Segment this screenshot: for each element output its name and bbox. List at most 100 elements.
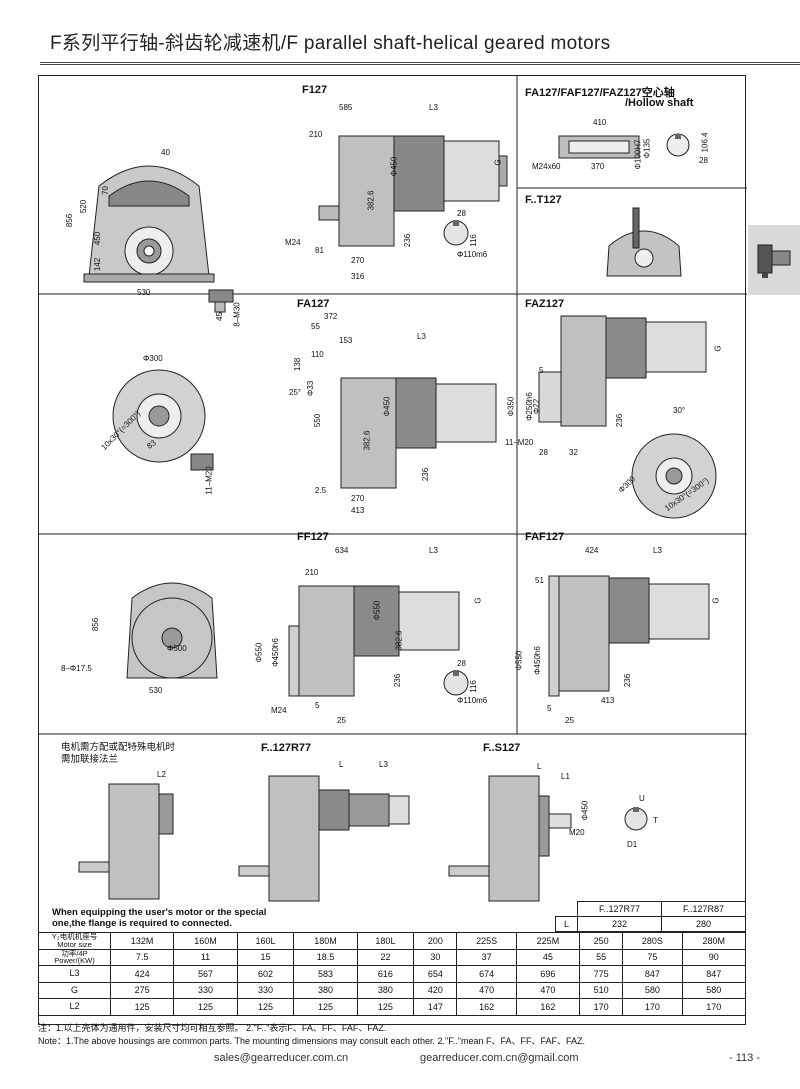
dim-210-ff: 210 bbox=[305, 568, 319, 577]
dim-210: 210 bbox=[309, 130, 323, 139]
dim-phi110m6: Φ110m6 bbox=[457, 250, 488, 259]
spec-row-head-cn: Y₂电机机座号 bbox=[51, 932, 98, 942]
spec-cell: 170 bbox=[681, 998, 747, 1016]
dim-5-ff: 5 bbox=[315, 701, 320, 710]
spec-cell: 470 bbox=[456, 981, 517, 999]
dim-110: 110 bbox=[311, 350, 324, 359]
dim-236-faf: 236 bbox=[623, 673, 633, 688]
dim-phi450-s: Φ450 bbox=[580, 800, 590, 821]
hollow-shaft-label: FA127/FAF127/FAZ127空心轴 bbox=[525, 87, 675, 99]
spec-cell: 18.5 bbox=[293, 948, 358, 966]
dim-phi550-top: Φ550 bbox=[372, 600, 382, 621]
spec-cell: 162 bbox=[515, 998, 581, 1016]
spec-cell: 847 bbox=[622, 965, 683, 983]
f127-front-view bbox=[79, 146, 219, 286]
dim-236-faz: 236 bbox=[615, 413, 625, 428]
spec-cell: 22 bbox=[356, 948, 415, 966]
dim-L3: L3 bbox=[429, 103, 438, 112]
hollow-shaft-sublabel: /Hollow shaft bbox=[625, 97, 694, 109]
spec-cell: 132M bbox=[109, 932, 175, 950]
dim-236: 236 bbox=[403, 233, 413, 248]
spec-cell: 147 bbox=[413, 998, 458, 1016]
dim-phi450: Φ450 bbox=[389, 156, 399, 177]
spec-cell: 30 bbox=[413, 948, 458, 966]
header-rule bbox=[40, 62, 800, 66]
dim-450: 450 bbox=[93, 231, 103, 246]
flange-adapter-drawing bbox=[79, 774, 189, 904]
dim-116-ff: 116 bbox=[468, 680, 478, 693]
spec-cell: 160M bbox=[173, 932, 238, 950]
spec-cell: 90 bbox=[681, 948, 747, 966]
dim-30deg: Φ300 bbox=[143, 354, 163, 363]
hollow-shaft-drawing bbox=[559, 132, 649, 162]
faf127-label: FAF127 bbox=[525, 531, 565, 543]
dim-G-faf: G bbox=[711, 597, 721, 604]
spec-row-head: L3 bbox=[38, 965, 111, 983]
dim-550: 550 bbox=[313, 413, 323, 428]
dim-8-M30: 8–M30 bbox=[232, 302, 242, 327]
spec-cell: 567 bbox=[173, 965, 238, 983]
dim-phi450h6-ff: Φ450h6 bbox=[270, 638, 280, 667]
ff127-side-view bbox=[289, 576, 499, 706]
note-cn: 注：1.以上壳体为通用件，安装尺寸均可相互参照。 2."F.."表示F、FA、F… bbox=[38, 1023, 387, 1033]
dim-382-6-ff: 382.6 bbox=[394, 630, 404, 651]
section-tab[interactable] bbox=[748, 225, 800, 295]
dim-phi350: Φ350 bbox=[506, 396, 516, 417]
dim-424: 424 bbox=[585, 546, 599, 555]
dim-phi110m6-ff: Φ110m6 bbox=[457, 696, 488, 705]
spec-cell: 602 bbox=[236, 965, 295, 983]
spec-cell: 225M bbox=[515, 932, 581, 950]
dim-L-r77: L bbox=[339, 760, 344, 769]
spec-cell: 180L bbox=[356, 932, 415, 950]
ft127-label: F..T127 bbox=[525, 194, 562, 206]
dim-370: 370 bbox=[591, 162, 605, 171]
spec-cell: 160L bbox=[236, 932, 295, 950]
dim-40: 40 bbox=[161, 148, 170, 157]
ratio-row-label: L bbox=[555, 916, 578, 932]
dim-55: 55 bbox=[311, 322, 320, 331]
fa127-bolt-detail bbox=[189, 448, 219, 478]
f127-side-view bbox=[319, 126, 519, 256]
spec-cell: 330 bbox=[173, 981, 238, 999]
dim-M24-ff: M24 bbox=[271, 706, 287, 715]
ratio-header-r87: F..127R87 bbox=[661, 901, 746, 917]
spec-cell: 580 bbox=[681, 981, 747, 999]
dim-L-s: L bbox=[537, 762, 542, 771]
equip-note: When equipping the user's motor or the s… bbox=[52, 907, 266, 929]
spec-cell: 125 bbox=[293, 998, 358, 1016]
page-title: F系列平行轴-斜齿轮减速机/F parallel shaft-helical g… bbox=[50, 33, 611, 54]
spec-row-head: G bbox=[38, 981, 111, 999]
dim-phi33: Φ33 bbox=[306, 380, 316, 397]
fa127-label: FA127 bbox=[297, 298, 330, 310]
dim-83: 11–M20 bbox=[204, 466, 214, 495]
dim-236-ff: 236 bbox=[393, 673, 403, 688]
spec-cell: 696 bbox=[515, 965, 581, 983]
f127r77-drawing bbox=[239, 766, 429, 906]
frame-grid bbox=[39, 76, 747, 1026]
dim-5-faf: 5 bbox=[547, 704, 552, 713]
spec-cell: 510 bbox=[579, 981, 624, 999]
footer-email-2[interactable]: gearreducer.com.cn@gmail.com bbox=[420, 1052, 579, 1064]
spec-cell: 847 bbox=[681, 965, 747, 983]
spec-cell: 125 bbox=[356, 998, 415, 1016]
dim-25-ff: 25 bbox=[337, 716, 346, 725]
dim-138: 138 bbox=[293, 357, 303, 372]
spec-cell: 225S bbox=[456, 932, 517, 950]
footer-email-1[interactable]: sales@gearreducer.com.cn bbox=[214, 1052, 349, 1064]
spec-cell: 280S bbox=[622, 932, 683, 950]
dim-106-4: 106.4 bbox=[700, 132, 710, 153]
spec-cell: 775 bbox=[579, 965, 624, 983]
spec-cell: 583 bbox=[293, 965, 358, 983]
spec-row-head: L2 bbox=[38, 998, 111, 1016]
dim-45: 45 bbox=[214, 312, 224, 321]
spec-cell: 200 bbox=[413, 932, 458, 950]
fa127-flange-view bbox=[109, 366, 219, 476]
dim-372: 372 bbox=[324, 312, 338, 321]
spec-cell: 7.5 bbox=[109, 948, 175, 966]
dim-T: T bbox=[653, 816, 658, 825]
dim-phi450-fa: Φ450 bbox=[382, 396, 392, 417]
